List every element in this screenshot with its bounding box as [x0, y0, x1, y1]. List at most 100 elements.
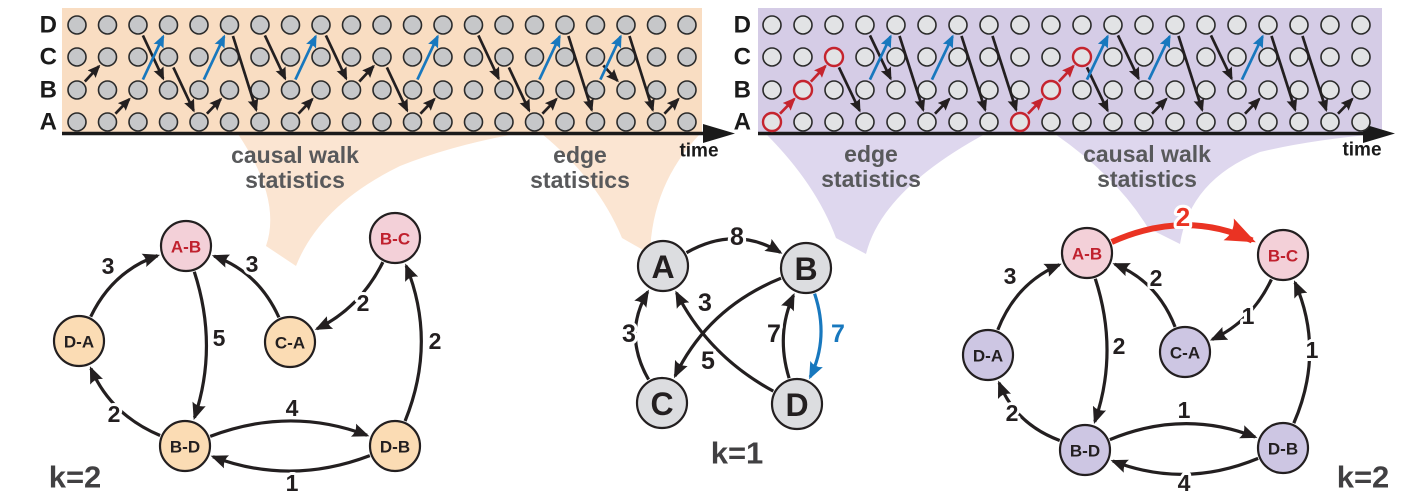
edge-weight-A-B-B-C: 2	[1176, 202, 1190, 232]
graph-edge-D-to-B	[781, 293, 795, 379]
timeline-node	[1351, 80, 1371, 100]
row-label-left-B: B	[40, 77, 57, 104]
graph-node-C: C	[635, 376, 689, 430]
timeline-node	[402, 47, 423, 67]
timeline-node	[1289, 47, 1309, 67]
graph-edge-A-B-to-B-D	[1092, 278, 1109, 425]
edge-weight-A-B-B-D: 5	[213, 325, 226, 351]
timeline-node	[855, 112, 875, 132]
edge-weight-B-D-D-B: 1	[1178, 397, 1191, 423]
timeline-node	[97, 47, 118, 67]
temporal-edge-black	[934, 97, 951, 115]
graph-node-B-C: B-C	[368, 211, 422, 265]
graph-edge-C-A-to-A-B	[1112, 262, 1177, 328]
timeline-node	[1289, 112, 1309, 132]
timeline-node	[250, 15, 270, 35]
timeline-node	[762, 15, 782, 35]
graph-node-label: B-D	[1070, 442, 1100, 461]
graph-node-label: C-A	[1170, 344, 1200, 363]
temporal-edge-blue	[1240, 34, 1264, 81]
temporal-edge-black	[231, 35, 259, 112]
graph-node-circle	[636, 239, 690, 293]
graph-node-C-A: C-A	[1158, 325, 1212, 379]
graph-node-D-A: D-A	[961, 328, 1015, 382]
row-label-left-A: A	[40, 109, 57, 136]
timeline-node	[948, 47, 968, 67]
graph-node-circle	[1158, 325, 1212, 379]
edge-weight-D-B-B-D: 1	[286, 470, 299, 496]
caption-causal-walk-left-line2: statistics	[245, 167, 345, 193]
timeline-node	[979, 15, 999, 35]
graph-node-label: D-A	[973, 347, 1003, 366]
timeline-node	[402, 80, 423, 100]
graph-edge-D-to-A	[675, 290, 775, 393]
timeline-node	[616, 80, 636, 100]
timeline-node	[402, 112, 423, 132]
temporal-edge-blue	[1085, 34, 1109, 81]
graph-node-circle	[779, 241, 833, 295]
temporal-edge-black	[1116, 34, 1140, 81]
graph-node-B-C: B-C	[1256, 228, 1310, 282]
graph-node-circle	[159, 219, 213, 273]
timeline-node	[524, 112, 545, 132]
timeline-node	[1227, 47, 1247, 67]
temporal-edge-blue	[930, 34, 954, 81]
graph-edge-A-B-to-B-C	[1110, 218, 1256, 245]
temporal-edge-black	[1337, 97, 1354, 115]
timeline-node	[555, 80, 575, 100]
timeline-node	[1165, 47, 1185, 67]
edge-weight-B-D: 7	[831, 320, 845, 348]
time-axis-label-left: time	[679, 141, 718, 162]
timeline-node	[886, 47, 906, 67]
timeline-node	[1165, 112, 1185, 132]
graph-edge-D-B-to-B-C	[1292, 280, 1312, 424]
timeline-node	[1227, 112, 1247, 132]
timeline-node	[1041, 112, 1061, 132]
temporal-edge-red	[1057, 64, 1075, 83]
timeline-node	[433, 47, 453, 67]
graph-node-label: C-A	[275, 334, 305, 353]
graph-node-circle	[635, 376, 689, 430]
funnel-edge-left	[542, 134, 700, 254]
edge-weight-C-A: 3	[622, 320, 636, 348]
temporal-edge-red	[1027, 97, 1044, 115]
timeline-node	[1227, 80, 1247, 100]
temporal-edge-black	[663, 97, 680, 115]
timeline-node	[341, 15, 362, 35]
temporal-edge-blue	[868, 34, 892, 81]
temporal-edge-blue	[1147, 34, 1171, 81]
caption-edge-left-line1: edge	[553, 142, 607, 168]
timeline-node	[677, 80, 697, 100]
temporal-edge-black	[205, 97, 223, 115]
timeline-node	[793, 47, 813, 67]
timeline-node	[1351, 15, 1371, 35]
timeline-node-highlighted	[823, 46, 845, 68]
graph-edge-C-to-A	[633, 289, 650, 381]
temporal-edge-black	[837, 66, 861, 113]
timeline-node	[158, 80, 179, 100]
graph-node-circle	[1256, 421, 1310, 475]
k-order-label-left: k=2	[49, 460, 102, 495]
timeline-node	[128, 47, 148, 67]
temporal-edge-black	[567, 35, 594, 112]
timeline-node	[948, 80, 968, 100]
timeline-node	[1010, 47, 1030, 67]
timeline-node	[494, 15, 514, 35]
graph-edges	[89, 253, 423, 473]
timeline-node	[1196, 15, 1216, 35]
temporal-edge-black	[991, 35, 1019, 112]
temporal-edge-black	[297, 97, 314, 115]
temporal-edge-black	[358, 64, 375, 83]
timeline-node	[1258, 47, 1278, 67]
timeline-node	[1196, 112, 1216, 132]
temporal-edge-red	[779, 97, 796, 115]
graph-node-label: D-A	[64, 333, 94, 352]
timeline-node	[1289, 80, 1309, 100]
timeline-node	[824, 80, 844, 100]
timeline-node	[280, 47, 301, 67]
graph-edge-B-D-to-D-A	[89, 366, 161, 437]
edge-weight-D-B-B-C: 2	[429, 328, 442, 354]
timeline-node	[824, 112, 844, 132]
timeline-node	[677, 112, 697, 132]
